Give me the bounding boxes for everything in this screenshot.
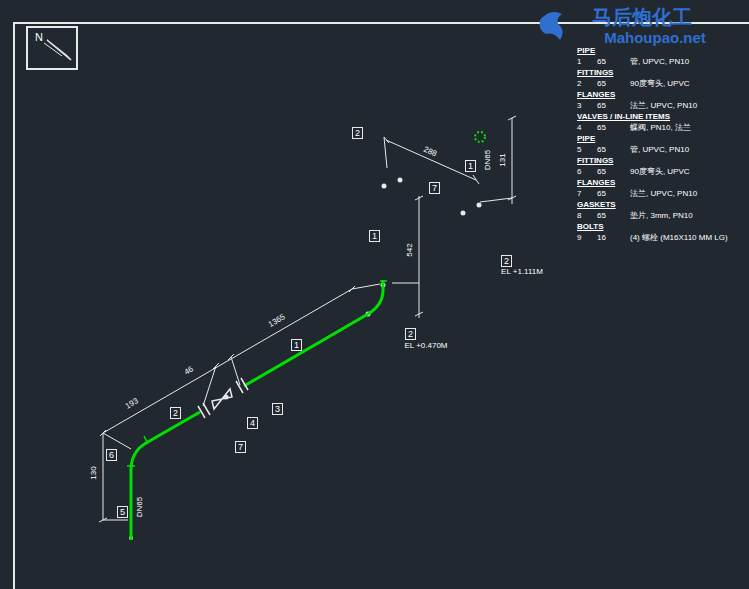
table-cell: 9 — [577, 234, 581, 242]
callout-number: 1 — [369, 230, 380, 242]
table-cell: 4 — [577, 124, 581, 132]
extension-line — [103, 284, 380, 449]
callout-text: 6 — [109, 451, 114, 460]
leader-line — [384, 137, 387, 168]
dimension-line — [100, 286, 355, 436]
table-cell: FLANGES — [577, 179, 615, 187]
callout-text: 4 — [250, 419, 255, 428]
callout-text: 2 — [173, 409, 178, 418]
table-cell: 法兰, UPVC, PN10 — [630, 102, 697, 110]
callout-number: 2 — [170, 407, 181, 419]
callout-number: 7 — [429, 182, 440, 194]
north-label: N — [35, 32, 43, 43]
callout-text: 7 — [238, 443, 243, 452]
dimension-text: EL +0.470M — [404, 342, 447, 350]
table-cell: FLANGES — [577, 91, 615, 99]
dimension-line — [508, 116, 516, 204]
callout-text: 1 — [372, 232, 377, 241]
drawing-border — [14, 23, 749, 589]
table-cell: 65 — [597, 80, 606, 88]
dimension-text: 542 — [406, 243, 414, 256]
table-cell: 65 — [597, 102, 606, 110]
callout-text: 7 — [432, 184, 437, 193]
watermark-logo — [540, 12, 563, 40]
dimension-text: DN65 — [136, 497, 144, 517]
callout-number: 7 — [235, 441, 246, 453]
callout-number: 2 — [405, 328, 416, 340]
pipe-end-symbol — [475, 132, 485, 142]
dimension-text: 193 — [124, 397, 140, 411]
table-cell: (4) 螺栓 (M16X110 MM LG) — [630, 234, 728, 242]
dimension-text: EL +1.111M — [501, 268, 543, 276]
callout-number: 5 — [117, 506, 128, 518]
dimension-text: 130 — [90, 466, 98, 479]
table-cell: 16 — [597, 234, 606, 242]
table-cell: 6 — [577, 168, 581, 176]
callout-number: 2 — [501, 255, 512, 267]
dimension-text: 288 — [422, 146, 437, 159]
callout-text: 5 — [120, 508, 125, 517]
callout-number: 1 — [291, 339, 302, 351]
pipe-run — [131, 412, 200, 540]
table-cell: 65 — [597, 124, 606, 132]
callout-number: 6 — [106, 449, 117, 461]
callout-text: 3 — [275, 405, 280, 414]
table-cell: 2 — [577, 80, 581, 88]
node-dots — [129, 178, 482, 541]
north-arrow-box: N — [26, 26, 78, 70]
callout-text: 1 — [468, 162, 473, 171]
table-cell: VALVES / IN-LINE ITEMS — [577, 113, 670, 121]
table-cell: 垫片, 3mm, PN10 — [630, 212, 693, 220]
table-cell: PIPE — [577, 47, 595, 55]
watermark: Mahoupao.net — [604, 30, 706, 45]
callout-number: 1 — [465, 160, 476, 172]
dimension-text: DN65 — [484, 150, 492, 170]
callout-number: 2 — [352, 127, 363, 139]
table-cell: GASKETS — [577, 201, 616, 209]
dimension-line — [415, 196, 423, 318]
table-cell: 90度弯头, UPVC — [630, 168, 690, 176]
callout-text: 2 — [504, 257, 509, 266]
table-cell: 3 — [577, 102, 581, 110]
leader-line — [480, 198, 512, 202]
dimension-text: 1365 — [267, 313, 286, 329]
table-cell: BOLTS — [577, 223, 604, 231]
dimension-text: 46 — [183, 365, 195, 376]
dimension-line — [384, 137, 479, 184]
callout-text: 1 — [294, 341, 299, 350]
table-cell: 65 — [597, 168, 606, 176]
callout-number: 4 — [247, 417, 258, 429]
north-arrow-head — [47, 40, 71, 60]
pipe-run — [244, 280, 383, 386]
table-cell: FITTINGS — [577, 69, 613, 77]
table-cell: 管, UPVC, PN10 — [630, 146, 689, 154]
table-cell: 8 — [577, 212, 581, 220]
table-cell: 65 — [597, 146, 606, 154]
flange-valve-symbols — [198, 378, 248, 418]
watermark: 马后炮化工 — [592, 7, 692, 27]
weld-mark — [127, 281, 387, 466]
table-cell: PIPE — [577, 135, 595, 143]
callout-text: 2 — [355, 129, 360, 138]
callout-number: 3 — [272, 403, 283, 415]
dimension-text: 131 — [499, 153, 507, 166]
extension-line — [392, 283, 419, 284]
table-cell: 蝶阀, PN10, 法兰 — [630, 124, 691, 132]
table-cell: FITTINGS — [577, 157, 613, 165]
table-cell: 90度弯头, UPVC — [630, 80, 690, 88]
table-cell: 65 — [597, 212, 606, 220]
table-cell: 法兰, UPVC, PN10 — [630, 190, 697, 198]
table-cell: 7 — [577, 190, 581, 198]
dimension-line — [99, 433, 128, 522]
table-cell: 1 — [577, 58, 581, 66]
table-cell: 65 — [597, 58, 606, 66]
callout-text: 2 — [408, 330, 413, 339]
table-cell: 5 — [577, 146, 581, 154]
table-cell: 65 — [597, 190, 606, 198]
table-cell: 管, UPVC, PN10 — [630, 58, 689, 66]
